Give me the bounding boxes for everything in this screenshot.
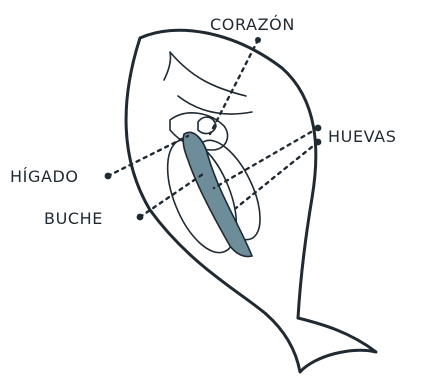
dot-roe-lower (315, 139, 322, 146)
dot-stomach (137, 214, 144, 221)
fish-body (126, 30, 376, 372)
dot-roe-upper (315, 125, 322, 132)
gill-cover (164, 52, 246, 96)
fish-body-outline (126, 30, 316, 318)
dot-heart (255, 37, 261, 43)
label-stomach: BUCHE (44, 209, 103, 228)
leader-roe-upper (214, 128, 318, 188)
dot-liver (105, 173, 112, 180)
leader-liver (108, 136, 188, 176)
label-heart: CORAZÓN (210, 15, 295, 34)
tail-fin (266, 314, 376, 372)
label-roe: HUEVAS (328, 127, 396, 146)
label-liver: HÍGADO (10, 167, 79, 186)
leader-stomach (140, 172, 206, 217)
intestine-organ (183, 132, 252, 256)
gill-arch (178, 96, 252, 114)
